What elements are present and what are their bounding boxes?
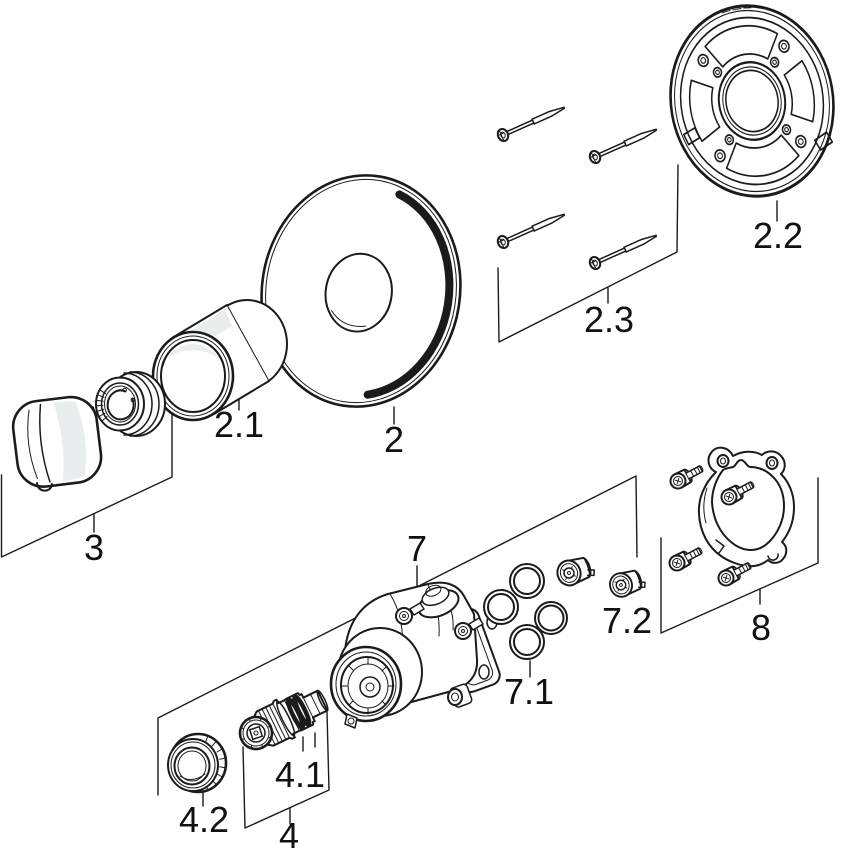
part-3-adapter-ring xyxy=(87,371,166,437)
label-7-2: 7.2 xyxy=(602,600,652,641)
label-3: 3 xyxy=(84,527,104,568)
cartridge-screw-icon xyxy=(454,617,484,640)
cartridge-foot-tab xyxy=(344,713,358,729)
part-8-screws xyxy=(668,465,755,587)
part-7-cartridge-body xyxy=(329,581,501,729)
bracket-group-8 xyxy=(660,477,819,634)
cartridge-bonnet xyxy=(417,584,460,619)
part-7-2-check-valves xyxy=(556,556,646,598)
label-7: 7 xyxy=(407,528,427,569)
part-2-3-screws xyxy=(496,106,658,271)
part-4-1-spindle xyxy=(238,689,329,751)
label-8: 8 xyxy=(751,607,771,648)
part-2-2-mounting-plate xyxy=(669,4,835,198)
screw-icon xyxy=(588,128,658,165)
label-2-2: 2.2 xyxy=(753,215,803,256)
part-3-handle-knob xyxy=(11,395,103,492)
leader-4-1 xyxy=(302,732,316,752)
label-2-1: 2.1 xyxy=(214,404,264,445)
label-7-1: 7.1 xyxy=(504,671,554,712)
callout-labels: 2 2.1 2.2 2.3 3 4 4.1 4.2 7 7.1 7.2 8 xyxy=(84,215,803,850)
part-2-escutcheon xyxy=(260,174,462,408)
plate-rim-notch-right xyxy=(814,131,834,151)
cap-screw-icon xyxy=(717,562,752,587)
cap-screw-icon xyxy=(669,465,704,490)
plate-rim-notch-left xyxy=(683,126,701,146)
screw-icon xyxy=(496,106,566,143)
screw-icon xyxy=(588,234,658,271)
ring-knurl xyxy=(95,389,108,422)
part-8-mounting-clip xyxy=(697,446,795,568)
bracket-group-2-3 xyxy=(497,164,679,343)
bracket-group-3 xyxy=(0,402,173,558)
bracket-group-4 xyxy=(242,711,330,829)
part-4-2-ring-nut xyxy=(167,732,228,794)
part-7-1-o-rings xyxy=(483,563,568,660)
cap-screw-icon xyxy=(668,547,703,572)
cartridge-port xyxy=(447,683,473,708)
label-4: 4 xyxy=(279,815,299,850)
check-valve-icon xyxy=(556,556,596,587)
check-valve-icon xyxy=(609,569,646,598)
label-4-2: 4.2 xyxy=(179,799,229,840)
label-4-1: 4.1 xyxy=(275,754,325,795)
label-2-3: 2.3 xyxy=(584,299,634,340)
plate-engraving-marks xyxy=(721,7,752,14)
plate-screw-bosses xyxy=(697,39,807,163)
knob-pin xyxy=(36,482,53,492)
part-2-1-sleeve xyxy=(151,299,288,422)
cap-screw-icon xyxy=(720,481,755,506)
screw-icon xyxy=(496,213,566,250)
label-2: 2 xyxy=(384,419,404,460)
retaining-clip xyxy=(106,389,135,421)
cartridge-screw-icon xyxy=(395,602,425,625)
